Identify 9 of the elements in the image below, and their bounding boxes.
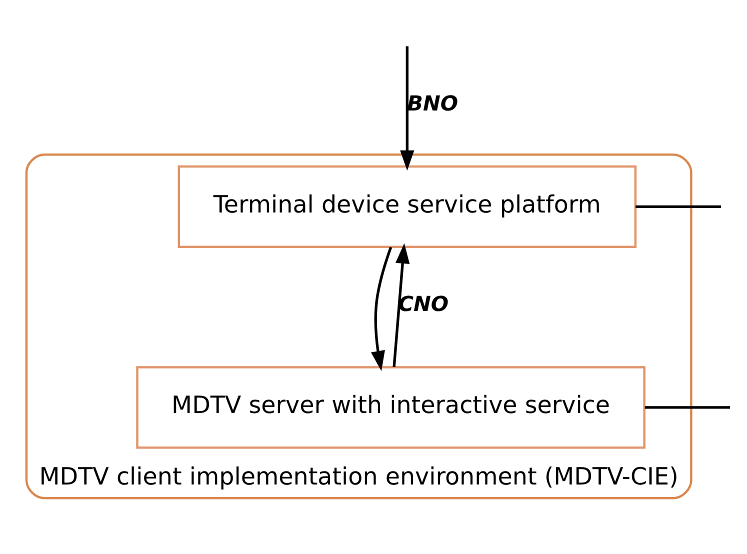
connector [636,205,722,208]
edge-label: BNO [407,91,458,116]
node-box: MDTV server with interactive service [136,366,646,449]
edge-label: CNO [398,292,449,316]
connector [644,406,730,409]
node-box: Terminal device service platform [178,165,637,248]
arrow [370,246,392,372]
arrow [400,46,414,171]
arrow [392,243,410,368]
